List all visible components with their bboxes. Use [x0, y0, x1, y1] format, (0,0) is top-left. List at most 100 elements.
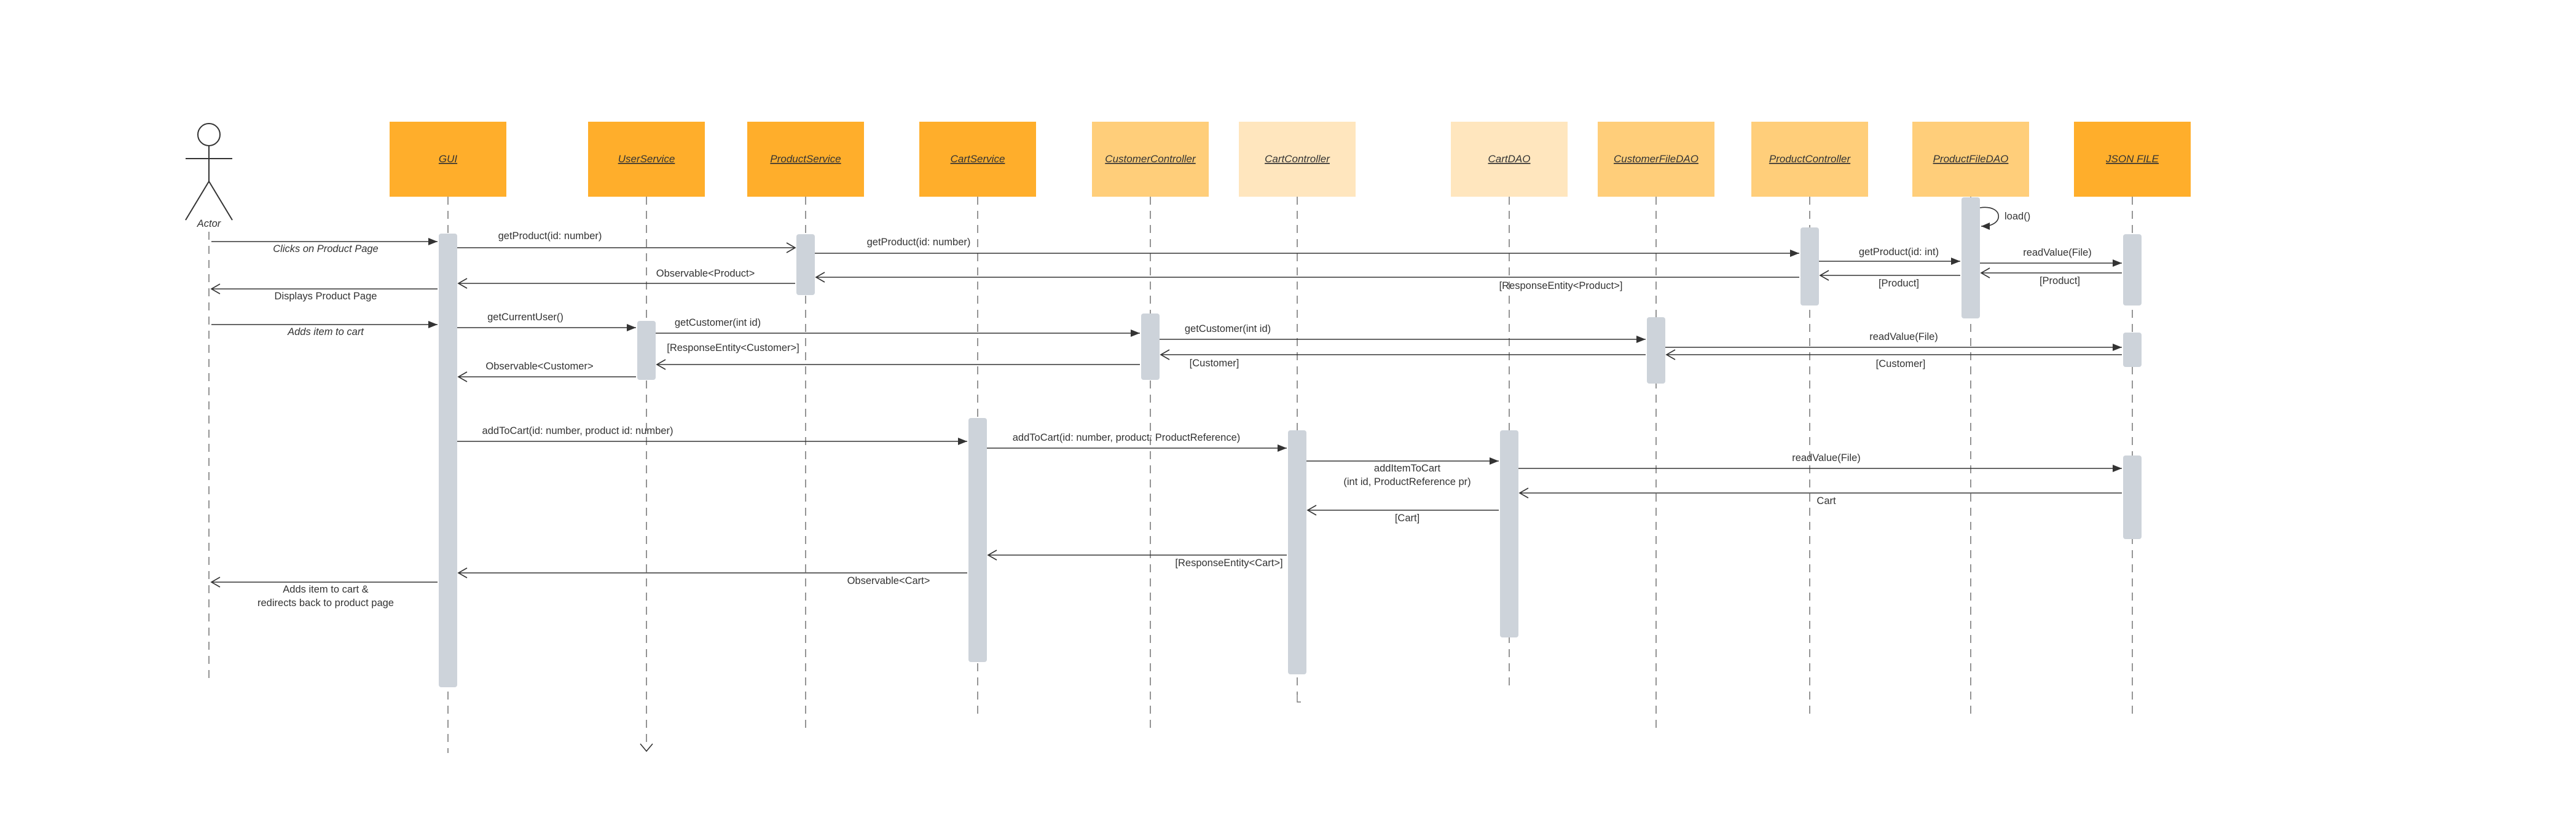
- message-self[interactable]: load(): [1979, 207, 2030, 230]
- participant-customer-controller[interactable]: CustomerController: [1092, 122, 1209, 197]
- message-label: [Cart]: [1395, 513, 1420, 524]
- lifelines: [208, 197, 2133, 753]
- arrowhead: [1278, 444, 1287, 452]
- arrowhead: [428, 238, 438, 245]
- message-label: Observable<Product>: [656, 268, 755, 279]
- arrowhead-open: [457, 567, 468, 578]
- arrowhead-open: [457, 278, 468, 289]
- message-label: readValue(File): [1869, 331, 1938, 342]
- message-return[interactable]: [ResponseEntity<Cart>]: [987, 550, 1287, 569]
- message-sync[interactable]: Adds item to cart: [211, 321, 438, 337]
- message-sync[interactable]: addToCart(id: number, product id: number…: [457, 425, 967, 445]
- arrowhead-open: [656, 359, 666, 370]
- participant-user-service[interactable]: UserService: [588, 122, 705, 197]
- arrowhead: [1636, 336, 1646, 343]
- message-label: getProduct(id: int): [1859, 246, 1939, 258]
- message-return[interactable]: [ResponseEntity<Customer>]: [656, 342, 1140, 370]
- participant-cart-dao[interactable]: CartDAO: [1451, 122, 1568, 197]
- message-return[interactable]: Observable<Product>: [457, 268, 795, 289]
- message-sync[interactable]: getProduct(id: number): [815, 237, 1799, 257]
- activation-gui: [439, 234, 457, 687]
- arrowhead: [627, 324, 636, 331]
- message-sync[interactable]: readValue(File): [1665, 331, 2122, 351]
- message-sync[interactable]: readValue(File): [1980, 247, 2122, 267]
- message-return[interactable]: Observable<Cart>: [457, 567, 967, 586]
- arrowhead-open: [815, 272, 825, 283]
- message-return[interactable]: [Customer]: [1665, 349, 2122, 369]
- activation-product-controller: [1800, 227, 1819, 306]
- participant-cart-controller[interactable]: CartController: [1239, 122, 1356, 197]
- activation-customer-file-dao: [1647, 317, 1665, 384]
- lifeline-end-hook: [1297, 693, 1301, 703]
- arrowhead-open: [1665, 349, 1676, 360]
- arrowhead-open: [1819, 270, 1829, 281]
- participant-label: GUI: [439, 153, 458, 165]
- message-return[interactable]: [Customer]: [1160, 349, 1646, 369]
- activation-json-file-2: [2123, 333, 2142, 367]
- message-sync[interactable]: addItemToCart(int id, ProductReference p…: [1306, 457, 1499, 487]
- message-sync[interactable]: getProduct(id: int): [1819, 246, 1960, 265]
- message-label: readValue(File): [1792, 452, 1861, 463]
- activation-cart-service: [968, 418, 987, 662]
- message-async[interactable]: getProduct(id: number): [457, 231, 796, 253]
- arrowhead-open: [1306, 505, 1317, 516]
- arrowhead: [428, 321, 438, 328]
- participant-label: JSON FILE: [2105, 153, 2159, 165]
- message-label: getCustomer(int id): [1185, 323, 1271, 334]
- message-label: [ResponseEntity<Product>]: [1499, 280, 1623, 291]
- participant-label: CustomerFileDAO: [1614, 153, 1698, 165]
- message-sync[interactable]: getCustomer(int id): [656, 317, 1140, 337]
- activation-user-service: [637, 321, 656, 380]
- message-label: Displays Product Page: [275, 291, 377, 302]
- message-return[interactable]: [Product]: [1819, 270, 1960, 289]
- message-return[interactable]: [Product]: [1980, 267, 2122, 286]
- arrowhead: [1790, 250, 1799, 257]
- message-label: Adds item to cart: [287, 326, 364, 337]
- participant-gui[interactable]: GUI: [390, 122, 506, 197]
- participant-customer-file-dao[interactable]: CustomerFileDAO: [1598, 122, 1714, 197]
- message-sync[interactable]: addToCart(id: number, product: ProductRe…: [987, 432, 1287, 452]
- arrowhead-open: [210, 283, 221, 294]
- message-return[interactable]: [Cart]: [1306, 505, 1499, 524]
- participant-label: CustomerController: [1105, 153, 1196, 165]
- participant-product-service[interactable]: ProductService: [747, 122, 864, 197]
- message-sync[interactable]: getCustomer(int id): [1160, 323, 1646, 343]
- arrowhead: [2113, 344, 2122, 351]
- arrowhead-open: [987, 550, 997, 561]
- stick-figure-icon: [185, 123, 233, 221]
- message-label: Cart: [1816, 495, 1836, 507]
- messages: Clicks on Product Page getProduct(id: num…: [210, 207, 2122, 609]
- message-label: [ResponseEntity<Customer>]: [667, 342, 799, 353]
- message-return[interactable]: [ResponseEntity<Product>]: [815, 272, 1799, 291]
- activation-json-file-3: [2123, 455, 2142, 539]
- message-sync[interactable]: getCurrentUser(): [457, 312, 636, 331]
- message-return[interactable]: Cart: [1518, 487, 2122, 507]
- arrowhead-open: [210, 577, 221, 588]
- message-label: Observable<Customer>: [485, 361, 593, 372]
- message-label-line2: (int id, ProductReference pr): [1343, 476, 1471, 487]
- message-sync[interactable]: Clicks on Product Page: [211, 238, 438, 254]
- participant-product-file-dao[interactable]: ProductFileDAO: [1912, 122, 2029, 197]
- message-label: getProduct(id: number): [867, 237, 971, 248]
- activation-product-service: [796, 234, 815, 295]
- actor[interactable]: Actor: [185, 123, 233, 229]
- actor-label: Actor: [197, 218, 222, 229]
- message-label: readValue(File): [2023, 247, 2092, 258]
- participant-product-controller[interactable]: ProductController: [1751, 122, 1868, 197]
- message-sync[interactable]: readValue(File): [1518, 452, 2122, 472]
- arrowhead: [2113, 465, 2122, 472]
- message-return[interactable]: Observable<Customer>: [457, 361, 636, 382]
- message-label: [ResponseEntity<Cart>]: [1175, 558, 1282, 569]
- participant-label: CartDAO: [1488, 153, 1531, 165]
- arrowhead: [1951, 258, 1960, 265]
- lifeline-end-arrow: [640, 743, 653, 752]
- activation-customer-controller: [1141, 314, 1160, 380]
- participant-json-file[interactable]: JSON FILE: [2074, 122, 2191, 197]
- message-label: [Product]: [1879, 278, 1919, 289]
- message-return[interactable]: Displays Product Page: [210, 283, 438, 302]
- message-return[interactable]: Adds item to cart &redirects back to pro…: [210, 577, 438, 609]
- participant-cart-service[interactable]: CartService: [919, 122, 1036, 197]
- participant-label: ProductFileDAO: [1933, 153, 2009, 165]
- message-label: addToCart(id: number, product: ProductRe…: [1013, 432, 1241, 443]
